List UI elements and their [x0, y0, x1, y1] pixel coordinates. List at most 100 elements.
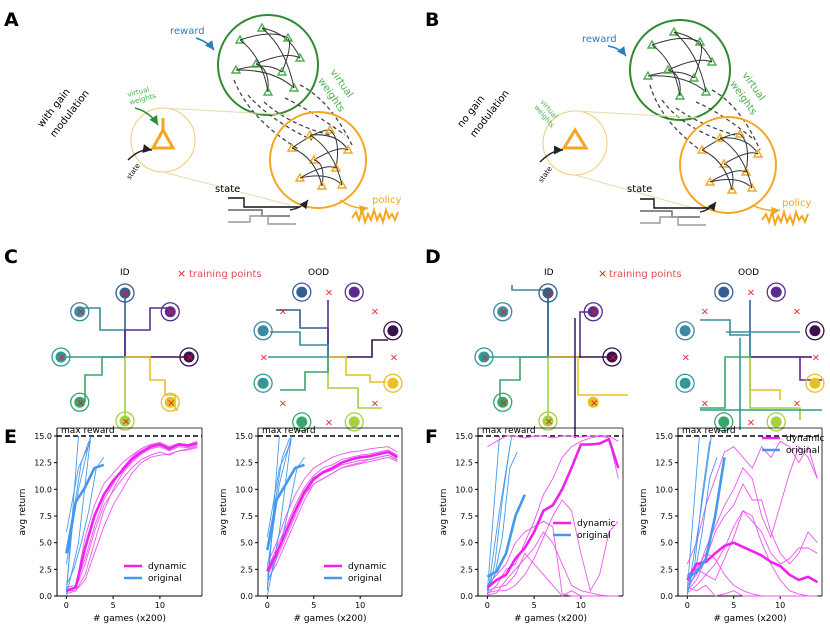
synapse-line: [701, 149, 733, 191]
weight-network-neurons-b: [642, 26, 718, 100]
original-run-line: [65, 441, 90, 591]
target-node: [718, 416, 730, 428]
dynamic-run-line: [66, 445, 198, 595]
training-cross-icon: ×: [590, 307, 598, 318]
target-node: [770, 416, 782, 428]
dynamic-run-line: [487, 531, 619, 597]
route-line: [548, 356, 628, 396]
target-node: [497, 396, 509, 408]
training-cross-icon: ×: [167, 398, 175, 409]
target-node: [296, 286, 308, 298]
target-node: [679, 377, 691, 389]
neuron-icon: [696, 144, 708, 154]
panel-d-cross-icon: ×: [598, 267, 607, 280]
route-line: [749, 357, 801, 420]
legend-label: original: [577, 531, 611, 541]
max-reward-label: max reward: [262, 426, 316, 436]
reward-arrow-icon: [195, 37, 215, 51]
neuron-icon: [718, 158, 730, 168]
target-ring: [714, 412, 734, 432]
training-cross-icon: ×: [325, 418, 333, 429]
panel-d: D ID OOD × training points ×××××××× ××××…: [425, 246, 825, 438]
y-tick-label: 0.0: [39, 592, 52, 601]
panel-d-letter: D: [425, 246, 441, 268]
original-run-line: [486, 446, 511, 595]
legend-label: original: [348, 574, 382, 584]
training-cross-icon: ×: [793, 306, 801, 317]
zoom-state-label-b: state: [537, 165, 554, 184]
route-line: [499, 356, 548, 402]
y-tick-label: 2.5: [460, 565, 473, 574]
target-node: [809, 377, 821, 389]
target-ring: [583, 302, 603, 322]
x-tick-label: 10: [775, 601, 785, 610]
training-cross-icon: ×: [545, 417, 553, 428]
dynamic-run-line: [687, 509, 818, 581]
neuron-icon: [308, 154, 320, 164]
synapse-line: [719, 137, 753, 189]
original-run-line: [65, 435, 92, 565]
max-reward-label: max reward: [61, 426, 115, 436]
y-tick-label: 2.5: [39, 565, 52, 574]
synapse-line: [261, 27, 295, 89]
target-ring: [766, 282, 786, 302]
target-ring: [253, 321, 273, 341]
synapse-line: [647, 75, 707, 93]
target-ring: [493, 392, 513, 412]
panel-a-letter: A: [4, 9, 19, 31]
training-cross-icon: ×: [260, 353, 268, 364]
y-tick-label: 7.5: [39, 512, 52, 521]
panel-f-letter: F: [425, 426, 438, 448]
x-tick-label: 5: [532, 601, 537, 610]
x-axis-label: # games (x200): [713, 614, 786, 624]
weight-network-neurons: [230, 22, 306, 96]
synapse-line: [651, 44, 681, 97]
neuron-icon: [700, 86, 712, 96]
policy-network-circle-b: [679, 116, 777, 214]
neuron-icon: [746, 182, 758, 192]
dynamic-run-line: [687, 584, 818, 597]
dynamic-mean-line: [65, 442, 198, 592]
panel-c: C ID OOD × training points ×××××××× ××××…: [4, 246, 403, 432]
y-tick-label: 10.0: [655, 485, 673, 494]
panel-c-ood-title: OOD: [308, 268, 329, 278]
dynamic-run-line: [487, 435, 619, 479]
training-cross-icon: ×: [325, 287, 333, 298]
synapse-line: [261, 27, 301, 59]
target-node: [55, 351, 67, 363]
synapse-line: [723, 152, 759, 165]
weight-network-circle: [217, 14, 319, 116]
max-reward-label: max reward: [682, 426, 736, 436]
route-line: [270, 331, 329, 357]
gain-neuron-icon: [150, 118, 176, 150]
target-node: [183, 351, 195, 363]
y-tick-label: 0.0: [460, 592, 473, 601]
target-node: [257, 377, 269, 389]
target-node: [74, 306, 86, 318]
route-line: [280, 357, 329, 391]
original-mean-line: [266, 463, 305, 551]
original-run-line: [686, 435, 700, 591]
panel-c-ood-map: ××××××××: [253, 282, 403, 432]
original-run-line: [65, 441, 92, 533]
target-ring: [675, 373, 695, 393]
target-ring: [292, 282, 312, 302]
target-ring: [714, 282, 734, 302]
panel-d-ood-map: ××××××××: [675, 282, 825, 432]
target-node: [587, 396, 599, 408]
dynamic-run-line: [487, 499, 619, 594]
synapse-line: [255, 55, 301, 65]
training-cross-icon: ×: [122, 417, 130, 428]
target-node: [348, 416, 360, 428]
synapse-line: [235, 69, 295, 89]
neuron-icon: [674, 90, 686, 100]
dynamic-run-line: [266, 449, 398, 570]
neuron-icon: [276, 66, 288, 76]
plain-neuron-icon: [561, 127, 589, 150]
training-cross-icon: ×: [371, 306, 379, 317]
route-line: [548, 311, 596, 358]
neuron-icon: [250, 58, 262, 68]
